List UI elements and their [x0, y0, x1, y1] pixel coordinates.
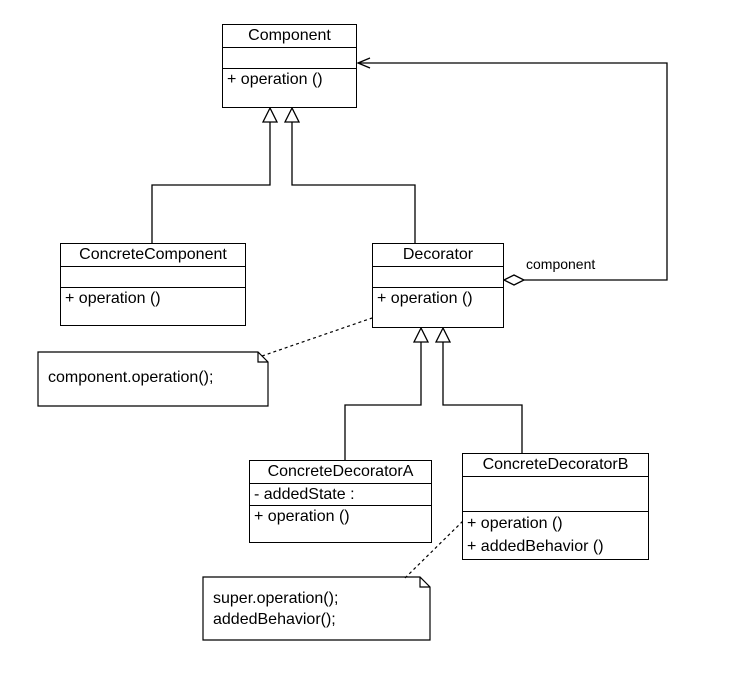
class-concrete-decorator-a: ConcreteDecoratorA - addedState : + oper… [249, 460, 432, 543]
operations-section: + operation () [250, 506, 431, 527]
class-name: ConcreteComponent [61, 244, 245, 267]
attributes-section [463, 477, 648, 512]
generalization-decorator-b [442, 342, 523, 453]
class-name: Decorator [373, 244, 503, 267]
operations-section: + operation () + addedBehavior () [463, 512, 648, 558]
class-name: Component [223, 25, 356, 48]
generalization-arrowhead-right [283, 106, 301, 123]
class-name: ConcreteDecoratorB [463, 454, 648, 477]
generalization-decorator-a [344, 342, 422, 460]
note-anchor-decorator [261, 317, 373, 357]
operations-section: + operation () [223, 69, 356, 90]
operation: + addedBehavior () [467, 538, 604, 555]
class-name: ConcreteDecoratorA [250, 461, 431, 484]
operation: + operation () [467, 515, 563, 532]
note-line: super.operation(); [213, 590, 339, 607]
attributes-section [373, 267, 503, 288]
operations-section: + operation () [61, 288, 245, 309]
aggregation-line [358, 62, 668, 281]
generalization-arrowhead-a [412, 326, 430, 343]
generalization-concretecomponent [151, 122, 271, 243]
operations-section: + operation () [373, 288, 503, 309]
generalization-decorator [291, 122, 416, 243]
note-shape-decorator-b [202, 576, 431, 641]
attributes-section [223, 48, 356, 69]
attributes-section [61, 267, 245, 288]
note-anchor-decorator-b [404, 517, 467, 579]
note-line: component.operation(); [48, 369, 214, 386]
note-line: addedBehavior(); [213, 611, 336, 628]
generalization-arrowhead-b [434, 326, 452, 343]
association-role-label: component [526, 256, 596, 272]
association-arrowhead [356, 57, 371, 69]
aggregation-diamond [502, 274, 526, 286]
note-decorator-b: super.operation(); addedBehavior(); [213, 588, 338, 630]
class-concrete-decorator-b: ConcreteDecoratorB + operation () + adde… [462, 453, 649, 560]
attributes-section: - addedState : [250, 484, 431, 506]
attribute: - addedState : [254, 486, 355, 503]
generalization-arrowhead-left [261, 106, 279, 123]
class-concrete-component: ConcreteComponent + operation () [60, 243, 246, 326]
class-component: Component + operation () [222, 24, 357, 108]
note-shape-decorator [37, 351, 269, 407]
operation: + operation () [254, 508, 350, 525]
class-decorator: Decorator + operation () [372, 243, 504, 328]
operation: + operation () [377, 290, 473, 307]
operation: + operation () [65, 290, 161, 307]
note-decorator: component.operation(); [48, 367, 213, 388]
operation: + operation () [227, 71, 323, 88]
